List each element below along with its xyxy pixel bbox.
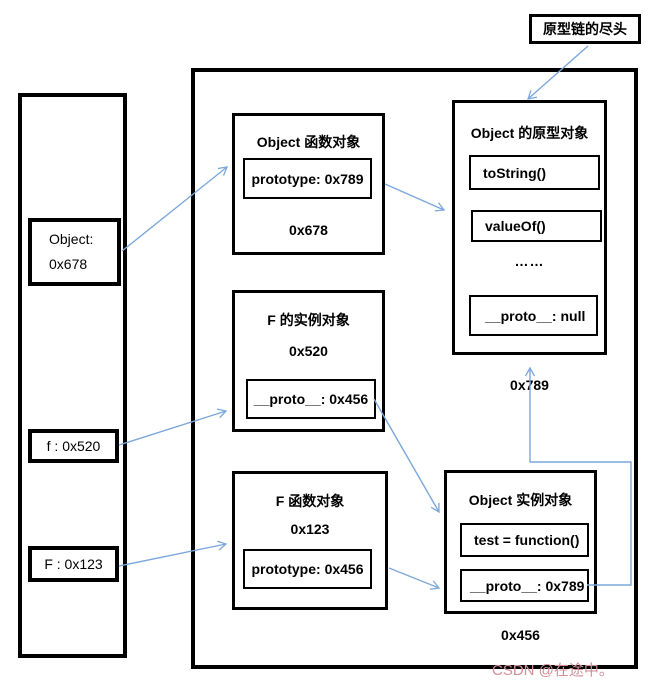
member-proto-0x789: __proto__: 0x789: [460, 569, 589, 602]
variable-object: Object: 0x678: [28, 218, 121, 286]
member-valueof: valueOf(): [471, 210, 602, 242]
node-object-instance-title: Object 实例对象: [468, 492, 573, 508]
node-object-function: Object 函数对象 prototype: 0x789 0x678: [232, 113, 385, 255]
member-prototype-0x789: prototype: 0x789: [243, 158, 372, 199]
node-object-prototype: Object 的原型对象 toString() valueOf() …… __p…: [452, 100, 607, 355]
members-ellipsis: ……: [514, 253, 545, 269]
prototype-chain-end-box: 原型链的尽头: [529, 14, 641, 44]
prototype-chain-end-label: 原型链的尽头: [543, 21, 627, 37]
node-f-instance-address: 0x520: [289, 343, 328, 359]
node-object-function-address: 0x678: [289, 222, 328, 238]
object-instance-address: 0x456: [501, 627, 540, 643]
variable-object-name: Object:: [49, 231, 94, 247]
variable-F: F : 0x123: [28, 546, 119, 582]
node-f-instance-title: F 的实例对象: [267, 312, 350, 328]
member-tostring: toString(): [469, 155, 600, 190]
node-object-instance: Object 实例对象 test = function() __proto__:…: [444, 470, 597, 614]
member-prototype-0x456: prototype: 0x456: [243, 549, 372, 589]
node-F-function: F 函数对象 0x123 prototype: 0x456: [232, 471, 388, 610]
variable-F-label: F : 0x123: [44, 556, 103, 572]
node-F-function-title: F 函数对象: [275, 493, 345, 509]
node-object-function-title: Object 函数对象: [256, 134, 361, 150]
variable-f-label: f : 0x520: [46, 438, 101, 454]
watermark-text: CSDN @在途中。: [492, 662, 614, 679]
member-proto-0x456: __proto__: 0x456: [246, 379, 376, 419]
node-object-prototype-title: Object 的原型对象: [470, 125, 589, 141]
member-test-function: test = function(): [460, 523, 589, 557]
node-f-instance: F 的实例对象 0x520 __proto__: 0x456: [232, 290, 385, 432]
object-prototype-address: 0x789: [510, 377, 549, 393]
node-F-function-address: 0x123: [290, 521, 330, 537]
member-proto-null: __proto__: null: [469, 295, 598, 336]
variable-f: f : 0x520: [28, 429, 119, 463]
variable-object-address: 0x678: [49, 256, 88, 272]
